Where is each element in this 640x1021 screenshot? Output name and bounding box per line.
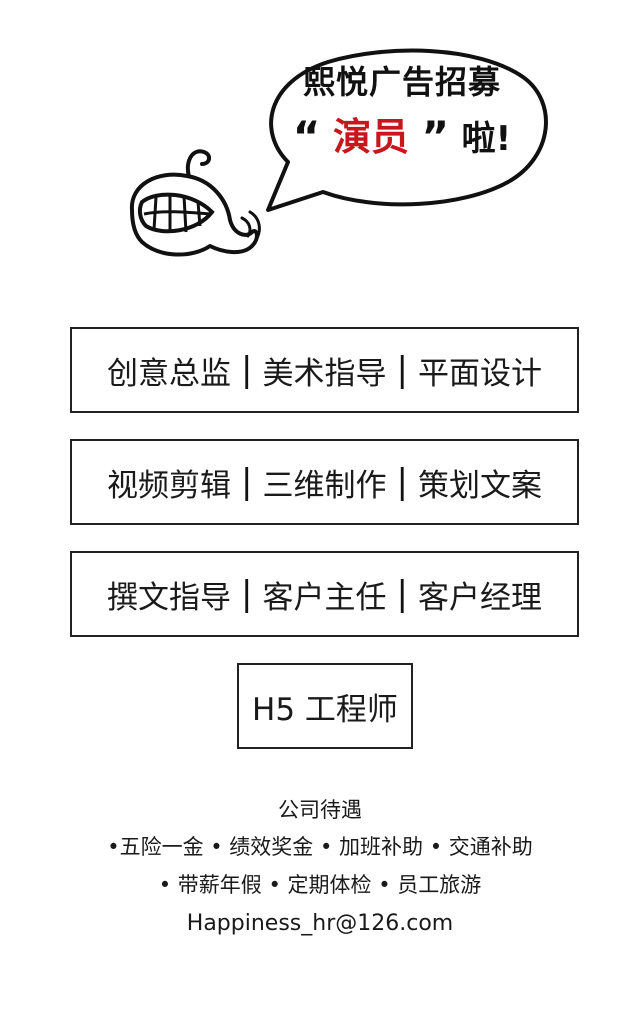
open-quote: “: [292, 112, 321, 161]
job-row-2: 视频剪辑 | 三维制作 | 策划文案: [70, 439, 579, 525]
benefits-line-1: •五险一金 • 绩效奖金 • 加班补助 • 交通补助: [107, 835, 533, 859]
headline: 熙悦广告招募 “ 演员 ” 啦!: [262, 60, 542, 166]
job-row-3: 撰文指导 | 客户主任 | 客户经理: [70, 551, 579, 637]
job-title: 平面设计: [417, 355, 542, 392]
headline-title: 熙悦广告招募: [302, 63, 501, 101]
benefits-section: 公司待遇 •五险一金 • 绩效奖金 • 加班补助 • 交通补助 • 带薪年假 •…: [0, 792, 640, 944]
job-title: 策划文案: [417, 467, 542, 504]
separator: |: [396, 462, 408, 502]
job-title: 视频剪辑: [107, 467, 232, 504]
role-word: 演员: [332, 115, 409, 159]
contact-email[interactable]: Happiness_hr@126.com: [186, 911, 454, 936]
headline-subtitle: “ 演员 ” 啦!: [262, 110, 542, 166]
separator: |: [396, 574, 408, 614]
separator: |: [241, 350, 253, 390]
separator: |: [396, 350, 408, 390]
separator: |: [241, 574, 253, 614]
job-row-4: H5 工程师: [237, 663, 413, 749]
speech-bubble-icon: [266, 48, 548, 212]
job-title: 撰文指导: [107, 579, 232, 616]
job-title: H5 工程师: [252, 691, 398, 728]
job-title: 客户主任: [262, 579, 387, 616]
separator: |: [241, 462, 253, 502]
job-title: 客户经理: [417, 579, 542, 616]
benefits-line-2: • 带薪年假 • 定期体检 • 员工旅游: [158, 873, 482, 897]
job-title: 美术指导: [262, 355, 387, 392]
close-quote: ”: [421, 112, 450, 161]
job-title: 三维制作: [262, 467, 387, 504]
job-title: 创意总监: [107, 355, 232, 392]
grinning-creature-icon: [129, 149, 261, 257]
job-row-1: 创意总监 | 美术指导 | 平面设计: [70, 327, 579, 413]
benefits-title: 公司待遇: [278, 798, 362, 822]
headline-suffix: 啦!: [461, 119, 512, 159]
